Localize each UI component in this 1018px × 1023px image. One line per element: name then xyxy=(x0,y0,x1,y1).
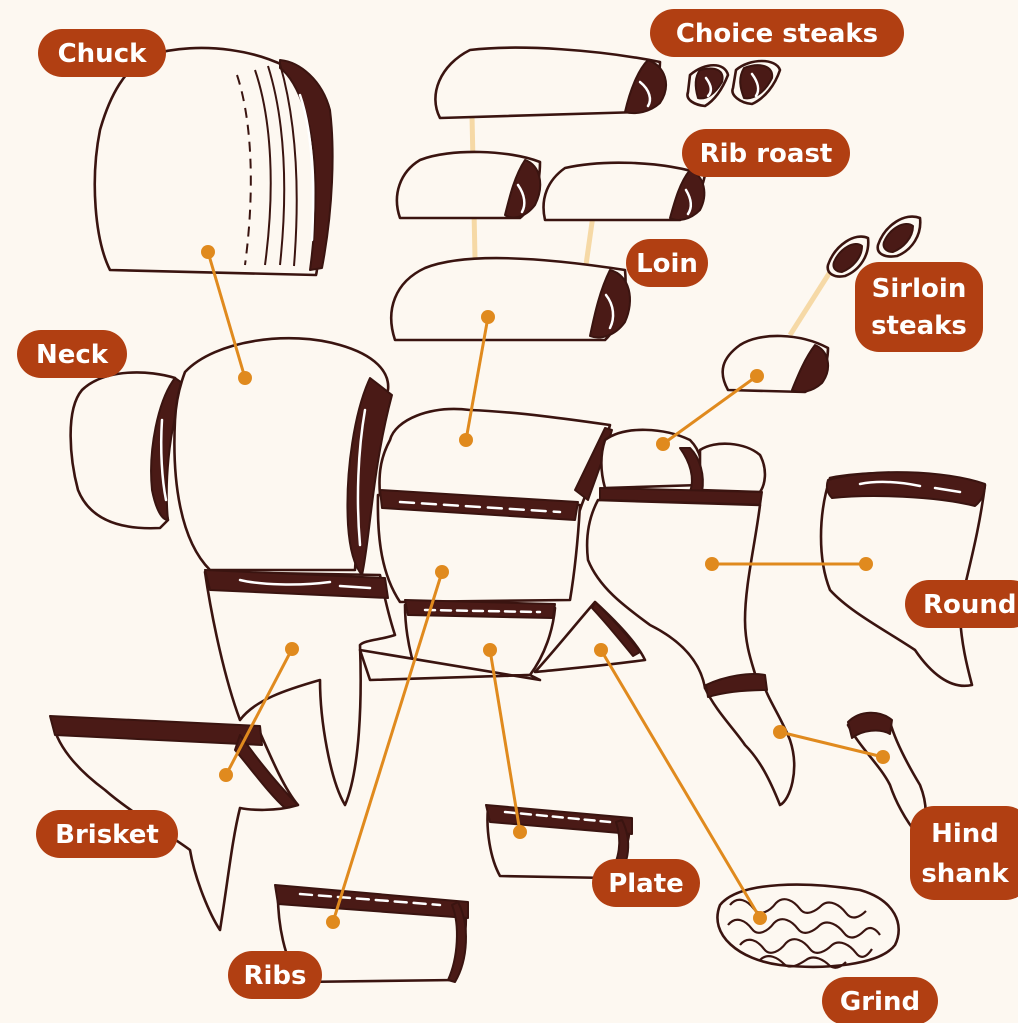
label-loin: Loin xyxy=(626,239,708,287)
label-ribs: Ribs xyxy=(228,951,322,999)
label-rib-roast: Rib roast xyxy=(682,129,850,177)
label-loin-text: Loin xyxy=(636,249,698,279)
label-ribs-text: Ribs xyxy=(243,961,306,991)
loin-exploded-cut xyxy=(391,258,630,340)
rib-roast-cut xyxy=(397,152,705,220)
label-hind-line1: Hind xyxy=(931,819,999,849)
label-round: Round xyxy=(905,580,1018,628)
label-chuck-text: Chuck xyxy=(58,39,148,69)
grind-pile xyxy=(717,885,898,968)
label-choice-steaks-text: Choice steaks xyxy=(676,19,878,49)
label-rib-roast-text: Rib roast xyxy=(700,139,833,169)
label-neck-text: Neck xyxy=(36,340,109,370)
hind-shank-body-cut xyxy=(705,680,794,805)
label-choice-steaks: Choice steaks xyxy=(650,9,904,57)
label-chuck: Chuck xyxy=(38,29,166,77)
label-grind-text: Grind xyxy=(840,987,920,1017)
round-exploded-cut xyxy=(821,472,985,686)
label-neck: Neck xyxy=(17,330,127,378)
chuck-exploded-cut xyxy=(95,48,333,275)
label-hind-line2: shank xyxy=(921,859,1009,889)
label-sirloin-line2: steaks xyxy=(871,311,967,341)
choice-steaks-cut xyxy=(435,48,780,118)
label-sirloin-line1: Sirloin xyxy=(872,274,967,304)
label-brisket-text: Brisket xyxy=(55,820,159,850)
label-plate: Plate xyxy=(592,859,700,907)
label-round-text: Round xyxy=(923,590,1017,620)
label-grind: Grind xyxy=(822,977,938,1023)
label-hind-shank: Hind shank xyxy=(910,806,1018,900)
label-plate-text: Plate xyxy=(608,869,684,899)
label-brisket: Brisket xyxy=(36,810,178,858)
hind-shank-exploded-cut xyxy=(848,713,926,835)
label-sirloin-steaks: Sirloin steaks xyxy=(855,262,983,352)
